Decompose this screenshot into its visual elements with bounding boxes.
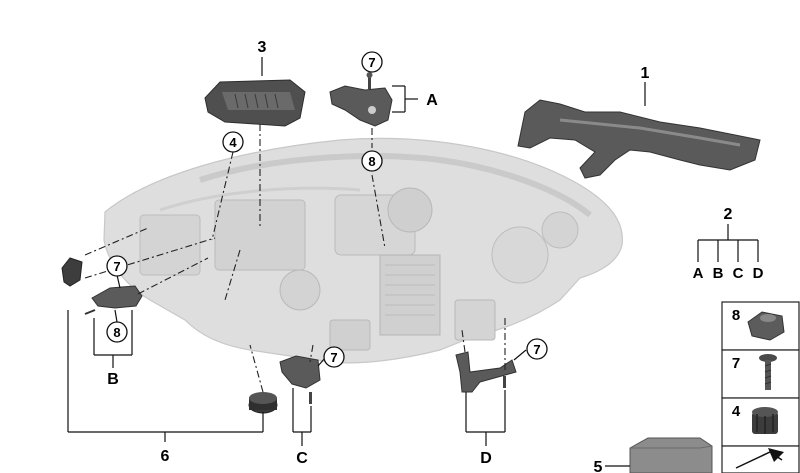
mount-bracket-a (329, 72, 393, 127)
control-unit-part (204, 79, 306, 127)
svg-text:8: 8 (368, 154, 375, 169)
screw-icon (368, 75, 371, 89)
callout-7-d: 7 (526, 338, 548, 360)
legend-item-8: 8 (732, 307, 785, 341)
svg-text:7: 7 (330, 350, 337, 365)
screw-icon (759, 354, 777, 390)
svg-text:4: 4 (732, 403, 741, 420)
kit-item-d: D (753, 265, 764, 282)
callout-2: 2 (724, 206, 733, 223)
kit-item-a: A (693, 265, 704, 282)
callout-4: 4 (222, 131, 244, 153)
headlight-housing (103, 137, 623, 364)
callout-7-c: 7 (323, 346, 345, 368)
group-label-a: A (426, 92, 438, 109)
svg-text:7: 7 (732, 355, 740, 372)
clip-nut-icon (747, 311, 785, 341)
group-label-c: C (296, 450, 308, 467)
grommet-part (248, 392, 278, 414)
svg-text:8: 8 (732, 307, 740, 324)
callout-8-top: 8 (361, 150, 383, 172)
callout-3: 3 (258, 39, 267, 56)
svg-text:4: 4 (229, 135, 237, 150)
grommet-icon (752, 407, 778, 434)
kit-item-b: B (713, 265, 724, 282)
plug-part (61, 257, 83, 287)
svg-text:7: 7 (368, 55, 375, 70)
group-label-b: B (107, 371, 119, 388)
svg-text:8: 8 (113, 325, 120, 340)
svg-text:7: 7 (533, 342, 540, 357)
callout-8-left: 8 (106, 321, 128, 343)
callout-1: 1 (641, 65, 650, 82)
legend-item-7: 7 (732, 354, 777, 390)
callout-7-top: 7 (361, 51, 383, 73)
kit-item-c: C (733, 265, 744, 282)
bracket-part (517, 99, 761, 179)
legend-item-arrow (735, 448, 784, 469)
bracket-b-part (84, 285, 143, 315)
group-label-d: D (480, 450, 492, 467)
assembly-lines (84, 124, 506, 393)
repair-kit-box-part (629, 437, 713, 473)
callout-7-left: 7 (106, 255, 128, 277)
callout-5: 5 (594, 459, 603, 473)
legend-item-4: 4 (732, 403, 778, 434)
callout-6: 6 (161, 448, 170, 465)
leader-lines (67, 57, 759, 467)
bracket-d-part (455, 351, 517, 393)
legend-panel: 8 7 4 (721, 301, 800, 473)
bracket-c-part (279, 355, 321, 404)
svg-text:7: 7 (113, 259, 120, 274)
